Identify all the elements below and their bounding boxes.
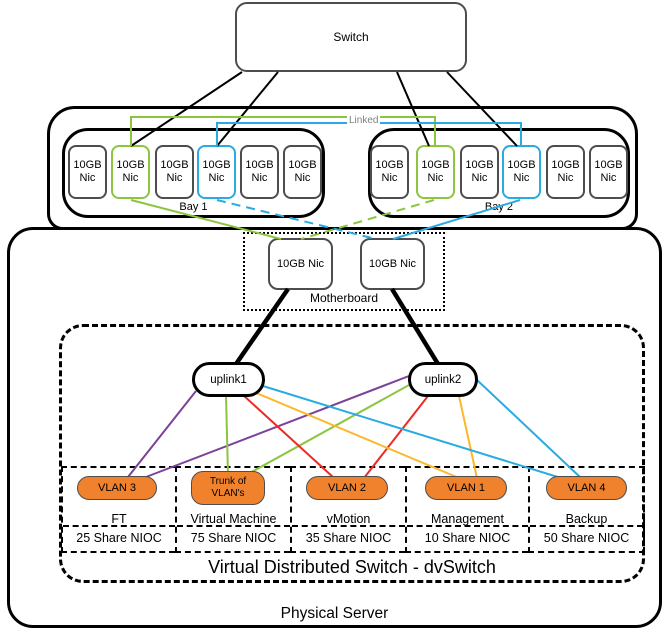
uplink2-node: uplink2	[408, 362, 478, 397]
portgroup-nioc: 35 Share NIOC	[292, 525, 405, 551]
bay-1-label: Bay 1	[179, 201, 208, 213]
bay1-nic-2: 10GB Nic	[111, 145, 150, 199]
vlan1-pill: VLAN 1	[425, 476, 507, 500]
portgroup-nioc: 75 Share NIOC	[177, 525, 290, 551]
switch-label: Switch	[333, 30, 369, 44]
motherboard-label: Motherboard	[309, 291, 379, 305]
bay1-nic-5: 10GB Nic	[240, 145, 279, 199]
motherboard-nic-1: 10GB Nic	[268, 238, 333, 290]
bay2-nic-6: 10GB Nic	[589, 145, 628, 199]
portgroup-name: FT	[111, 512, 127, 526]
portgroup-cell-backup: Backup 50 Share NIOC	[528, 466, 645, 553]
linked-label: Linked	[347, 115, 381, 127]
physical-server-label: Physical Server	[280, 605, 389, 622]
bay2-nic-3: 10GB Nic	[460, 145, 499, 199]
vlan-label: Trunk of VLAN's	[209, 476, 247, 499]
trunk-pill: Trunk of VLAN's	[191, 471, 265, 505]
portgroup-name: Backup	[565, 512, 608, 526]
nic-label: 10GB Nic	[288, 159, 317, 184]
vlan4-pill: VLAN 4	[546, 476, 627, 500]
bay2-nic-1: 10GB Nic	[370, 145, 409, 199]
bay1-nic-1: 10GB Nic	[68, 145, 107, 199]
vlan-label: VLAN 3	[98, 482, 136, 494]
switch-node: Switch	[235, 2, 467, 72]
vlan-label: VLAN 1	[447, 482, 485, 494]
vlan2-pill: VLAN 2	[306, 476, 388, 500]
nic-label: 10GB Nic	[421, 159, 450, 184]
portgroup-nioc: 10 Share NIOC	[407, 525, 528, 551]
nic-label: 10GB Nic	[116, 159, 145, 184]
uplink2-label: uplink2	[424, 373, 462, 386]
portgroup-nioc: 50 Share NIOC	[530, 525, 643, 551]
nic-label: 10GB Nic	[245, 159, 274, 184]
portgroup-nioc: 25 Share NIOC	[63, 525, 175, 551]
portgroup-cell-ft: FT 25 Share NIOC	[61, 466, 175, 553]
nic-label: 10GB Nic	[276, 258, 325, 270]
nic-label: 10GB Nic	[160, 159, 189, 184]
nic-label: 10GB Nic	[551, 159, 580, 184]
nic-label: 10GB Nic	[507, 159, 536, 184]
nic-label: 10GB Nic	[375, 159, 404, 184]
bay1-nic-3: 10GB Nic	[155, 145, 194, 199]
uplink1-label: uplink1	[210, 373, 247, 386]
portgroup-name: Management	[431, 512, 504, 526]
portgroup-name: vMotion	[326, 512, 371, 526]
vlan-label: VLAN 2	[328, 482, 366, 494]
bay2-nic-2: 10GB Nic	[416, 145, 455, 199]
nic-label: 10GB Nic	[465, 159, 494, 184]
vlan3-pill: VLAN 3	[77, 476, 157, 500]
dvswitch-title: Virtual Distributed Switch - dvSwitch	[208, 557, 496, 577]
nic-label: 10GB Nic	[368, 258, 417, 270]
portgroup-name: Virtual Machine	[190, 512, 277, 526]
bay2-nic-5: 10GB Nic	[546, 145, 585, 199]
bay1-nic-6: 10GB Nic	[283, 145, 322, 199]
dvswitch-box	[59, 324, 645, 583]
motherboard-nic-2: 10GB Nic	[360, 238, 425, 290]
bay1-nic-4: 10GB Nic	[197, 145, 236, 199]
bay-2-label: Bay 2	[484, 201, 514, 213]
uplink1-node: uplink1	[192, 362, 265, 397]
vlan-label: VLAN 4	[567, 482, 606, 494]
nic-label: 10GB Nic	[73, 159, 102, 184]
bay2-nic-4: 10GB Nic	[502, 145, 541, 199]
portgroup-cell-vmotion: vMotion 35 Share NIOC	[290, 466, 405, 553]
nic-label: 10GB Nic	[594, 159, 623, 184]
nic-label: 10GB Nic	[202, 159, 231, 184]
